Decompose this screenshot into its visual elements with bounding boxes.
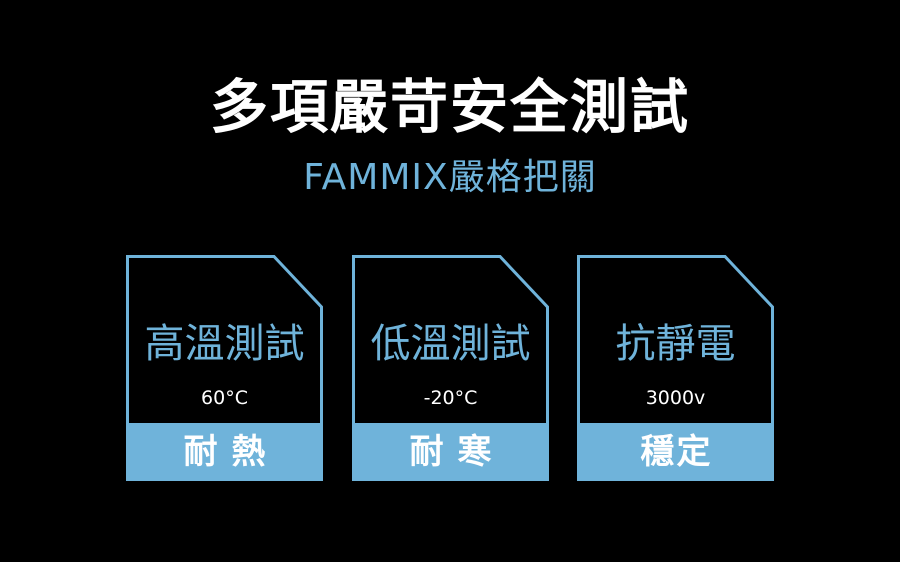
card-heading: 低溫測試 <box>370 321 531 367</box>
card-band <box>577 423 774 481</box>
card-label-band: 穩定 <box>577 423 774 481</box>
card-heading: 抗靜電 <box>615 321 736 367</box>
card-band <box>126 423 323 481</box>
card-frame <box>126 255 323 481</box>
page-subtitle: FAMMIX嚴格把關 <box>303 157 597 198</box>
card-label: 耐寒 <box>409 432 506 472</box>
card-label: 穩定 <box>640 432 713 472</box>
card-label: 耐熱 <box>183 432 280 472</box>
card-value: -20°C <box>423 387 478 409</box>
card-high-temperature-test: 高溫測試 60°C 耐熱 <box>126 255 323 481</box>
card-frame <box>352 255 549 481</box>
card-antistatic-test: 抗靜電 3000v 穩定 <box>577 255 774 481</box>
card-value: 3000v <box>645 387 706 409</box>
page-title: 多項嚴苛安全測試 <box>209 73 690 141</box>
card-low-temperature-test: 低溫測試 -20°C 耐寒 <box>352 255 549 481</box>
card-value: 60°C <box>201 387 248 409</box>
card-heading: 高溫測試 <box>144 321 305 367</box>
card-band <box>352 423 549 481</box>
card-label-band: 耐熱 <box>126 423 323 481</box>
card-frame <box>577 255 774 481</box>
card-label-band: 耐寒 <box>352 423 549 481</box>
